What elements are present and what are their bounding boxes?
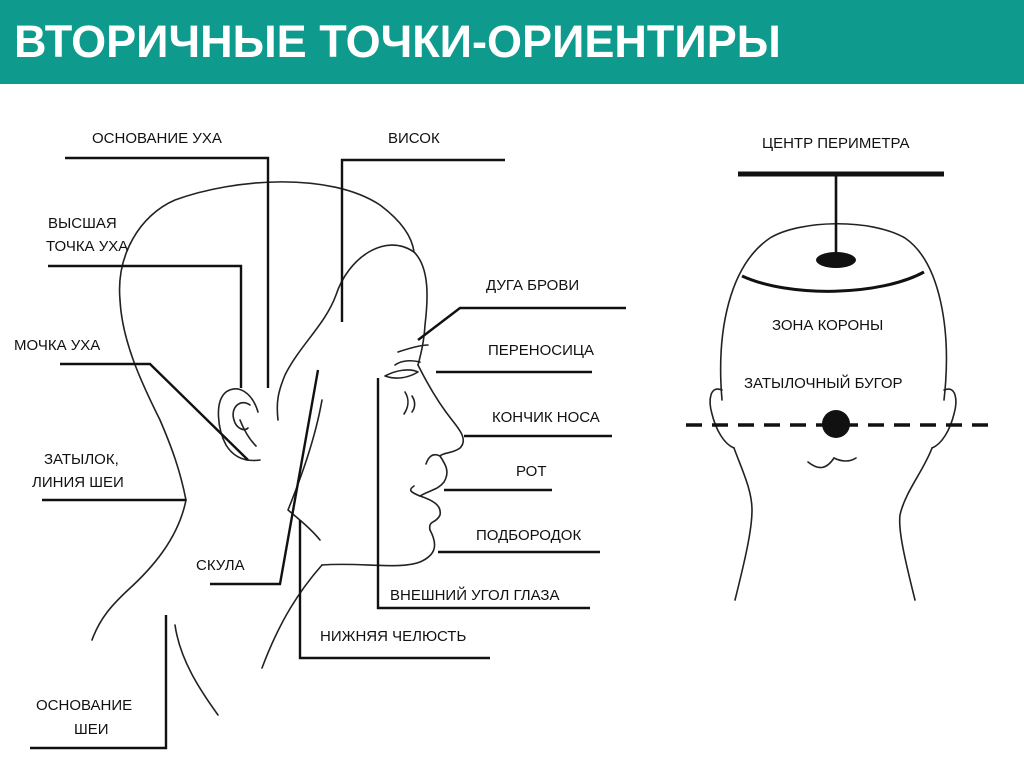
slide-title: ВТОРИЧНЫЕ ТОЧКИ-ОРИЕНТИРЫ bbox=[14, 16, 781, 67]
label-lower-jaw: НИЖНЯЯ ЧЕЛЮСТЬ bbox=[320, 628, 466, 645]
side-pointer-lines bbox=[30, 156, 626, 750]
label-outer-eye-corner: ВНЕШНИЙ УГОЛ ГЛАЗА bbox=[390, 586, 560, 604]
label-occipital-bump: ЗАТЫЛОЧНЫЙ БУГОР bbox=[744, 374, 903, 392]
label-nose-tip: КОНЧИК НОСА bbox=[492, 409, 600, 426]
label-neck-base-1: ОСНОВАНИЕ bbox=[36, 697, 132, 714]
label-nape-2: ЛИНИЯ ШЕИ bbox=[32, 474, 124, 491]
crown-zone-arc bbox=[741, 270, 925, 293]
label-nape-1: ЗАТЫЛОК, bbox=[44, 451, 119, 468]
perimeter-center-marker bbox=[816, 252, 856, 268]
label-perimeter-center: ЦЕНТР ПЕРИМЕТРА bbox=[762, 135, 910, 152]
label-ear-base: ОСНОВАНИЕ УХА bbox=[92, 130, 222, 147]
back-labels: ЦЕНТР ПЕРИМЕТРА ЗОНА КОРОНЫ ЗАТЫЛОЧНЫЙ Б… bbox=[744, 135, 910, 392]
label-cheekbone: СКУЛА bbox=[196, 557, 245, 574]
label-chin: ПОДБОРОДОК bbox=[476, 527, 581, 544]
label-neck-base-2: ШЕИ bbox=[74, 721, 109, 738]
label-temple: ВИСОК bbox=[388, 130, 440, 147]
occipital-bump-marker bbox=[822, 410, 850, 438]
label-earlobe: МОЧКА УХА bbox=[14, 337, 100, 354]
label-crown-zone: ЗОНА КОРОНЫ bbox=[772, 317, 883, 334]
label-mouth: РОТ bbox=[516, 463, 547, 480]
side-head-outline bbox=[91, 181, 465, 716]
label-ear-top-1: ВЫСШАЯ bbox=[48, 215, 117, 232]
label-ear-top-2: ТОЧКА УХА bbox=[46, 238, 128, 255]
label-nose-bridge: ПЕРЕНОСИЦА bbox=[488, 342, 594, 359]
side-labels: ОСНОВАНИЕ УХА ВИСОК ВЫСШАЯ ТОЧКА УХА ДУГ… bbox=[14, 130, 600, 738]
label-brow-arc: ДУГА БРОВИ bbox=[486, 277, 579, 294]
title-bar: ВТОРИЧНЫЕ ТОЧКИ-ОРИЕНТИРЫ bbox=[0, 0, 1024, 84]
